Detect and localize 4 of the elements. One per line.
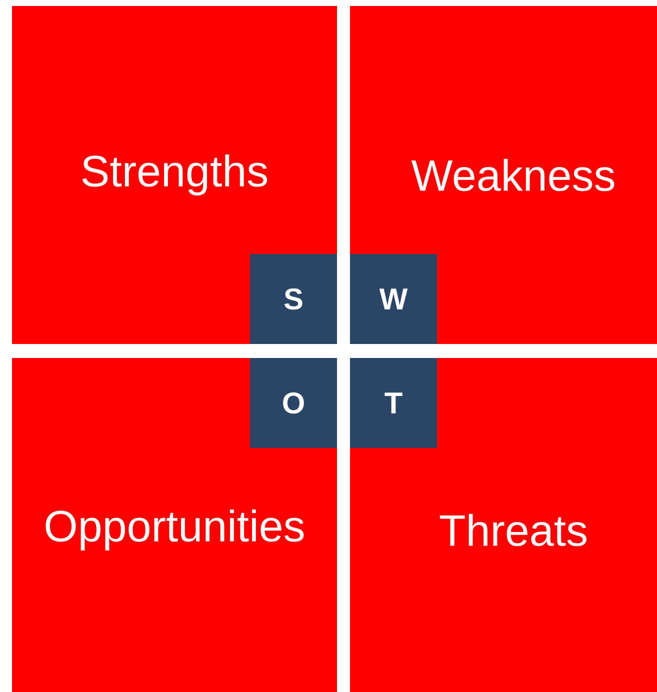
letter-tile: O — [250, 358, 337, 448]
letter-tile: S — [250, 254, 337, 344]
letter-tile: T — [350, 358, 437, 448]
letter-tile: W — [350, 254, 437, 344]
